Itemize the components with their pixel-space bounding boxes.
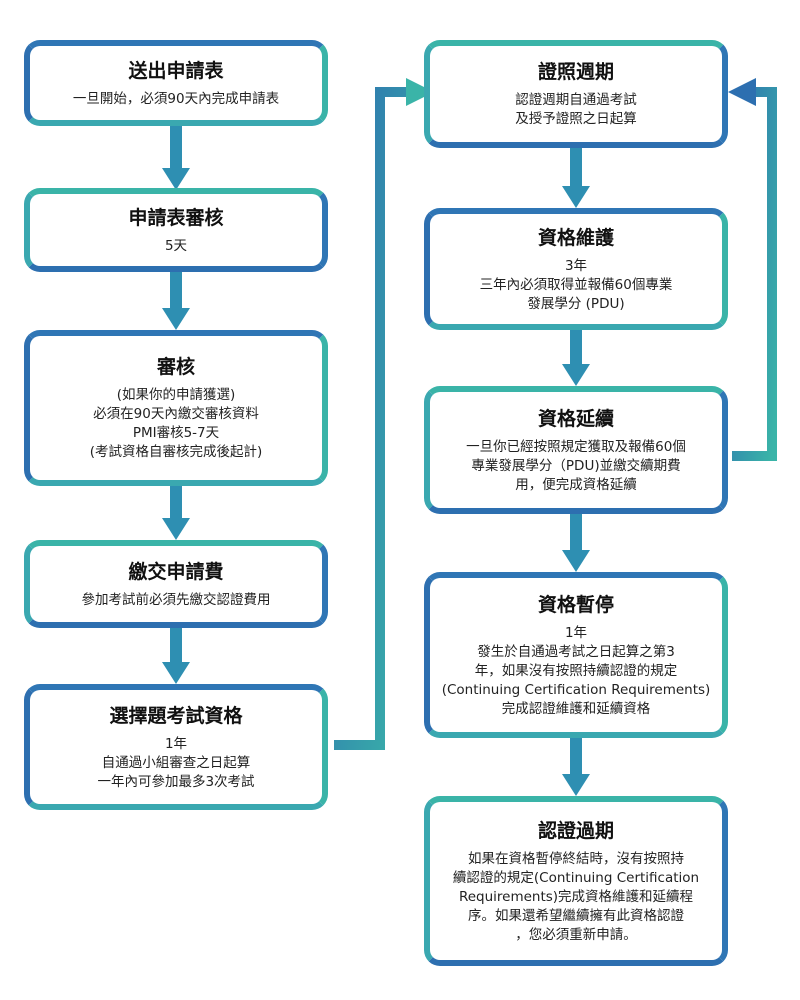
box-line: 如果在資格暫停終結時，沒有按照持: [468, 850, 684, 867]
box-line: 1年: [164, 735, 188, 752]
box-submit-application: 送出申請表 一旦開始，必須90天內完成申請表: [24, 40, 328, 126]
box-suspension: 資格暫停 1年 發生於自通過考試之日起算之第3 年，如果沒有按照持續認證的規定 …: [424, 572, 728, 738]
box-line: 發展學分 (PDU): [527, 295, 625, 312]
box-line: Requirements)完成資格維護和延續程: [458, 888, 694, 905]
arrow-connector-left-right: [334, 78, 434, 750]
box-line: (考試資格自審核完成後起計): [89, 444, 263, 460]
box-line: 用，便完成資格延續: [515, 476, 637, 493]
arrow-down-8: [562, 738, 590, 796]
box-line: 1年: [564, 624, 588, 641]
box-line: 序。如果還希望繼續擁有此資格認證: [468, 907, 684, 924]
box-title: 證照週期: [537, 61, 614, 83]
arrow-down-7: [562, 514, 590, 572]
arrow-loop-renewal-to-cycle: [728, 78, 777, 461]
arrow-down-6: [562, 330, 590, 386]
box-title: 資格延續: [537, 407, 614, 430]
box-line: 參加考試前必須先繳交認證費用: [81, 591, 271, 608]
box-line: 一旦你已經按照規定獲取及報備60個: [466, 438, 686, 455]
box-line: 三年內必須取得並報備60個專業: [479, 276, 673, 293]
box-audit: 審核 (如果你的申請獲選) 必須在90天內繳交審核資料 PMI審核5-7天 (考…: [24, 330, 328, 486]
box-line: 認證週期自通過考試: [515, 92, 637, 108]
box-title: 資格維護: [537, 226, 614, 249]
box-title: 資格暫停: [537, 593, 614, 616]
box-choose-exam: 選擇題考試資格 1年 自通過小組審查之日起算 一年內可參加最多3次考試: [24, 684, 328, 810]
box-line: 及授予證照之日起算: [515, 111, 637, 127]
box-expired: 認證過期 如果在資格暫停終結時，沒有按照持 續認證的規定(Continuing …: [424, 796, 728, 966]
box-line: 續認證的規定(Continuing Certification: [452, 869, 700, 886]
arrow-down-5: [562, 148, 590, 208]
box-line: 完成認證維護和延續資格: [501, 700, 651, 717]
arrow-down-3: [162, 486, 190, 540]
box-application-review: 申請表審核 5天: [24, 188, 328, 272]
box-title: 申請表審核: [128, 206, 224, 229]
arrow-down-2: [162, 272, 190, 330]
arrow-down-4: [162, 628, 190, 684]
box-pay-fee: 繳交申請費 參加考試前必須先繳交認證費用: [24, 540, 328, 628]
box-maintenance: 資格維護 3年 三年內必須取得並報備60個專業 發展學分 (PDU): [424, 208, 728, 330]
box-line: PMI審核5-7天: [132, 425, 220, 441]
box-title: 繳交申請費: [128, 560, 224, 583]
arrow-down-1: [162, 126, 190, 190]
box-title: 審核: [156, 356, 195, 378]
box-title: 認證過期: [537, 819, 614, 842]
box-line: (Continuing Certification Requirements): [441, 681, 711, 698]
box-line: 3年: [564, 257, 588, 274]
box-title: 選擇題考試資格: [109, 704, 243, 727]
box-line: 必須在90天內繳交審核資料: [93, 406, 259, 422]
box-line: ，您必須重新申請。: [515, 926, 637, 943]
box-line: 一年內可參加最多3次考試: [97, 773, 255, 790]
box-line: 一旦開始，必須90天內完成申請表: [72, 90, 280, 107]
box-renewal: 資格延續 一旦你已經按照規定獲取及報備60個 專業發展學分（PDU)並繳交續期費…: [424, 386, 728, 514]
box-cert-cycle: 證照週期 認證週期自通過考試 及授予證照之日起算: [424, 40, 728, 148]
box-line: (如果你的申請獲選): [116, 387, 236, 403]
box-line: 自通過小組審查之日起算: [101, 754, 251, 771]
box-title: 送出申請表: [128, 59, 224, 82]
box-line: 5天: [164, 237, 188, 254]
box-line: 專業發展學分（PDU)並繳交續期費: [471, 457, 681, 474]
box-line: 年，如果沒有按照持續認證的規定: [474, 662, 678, 679]
box-line: 發生於自通過考試之日起算之第3: [477, 643, 675, 660]
